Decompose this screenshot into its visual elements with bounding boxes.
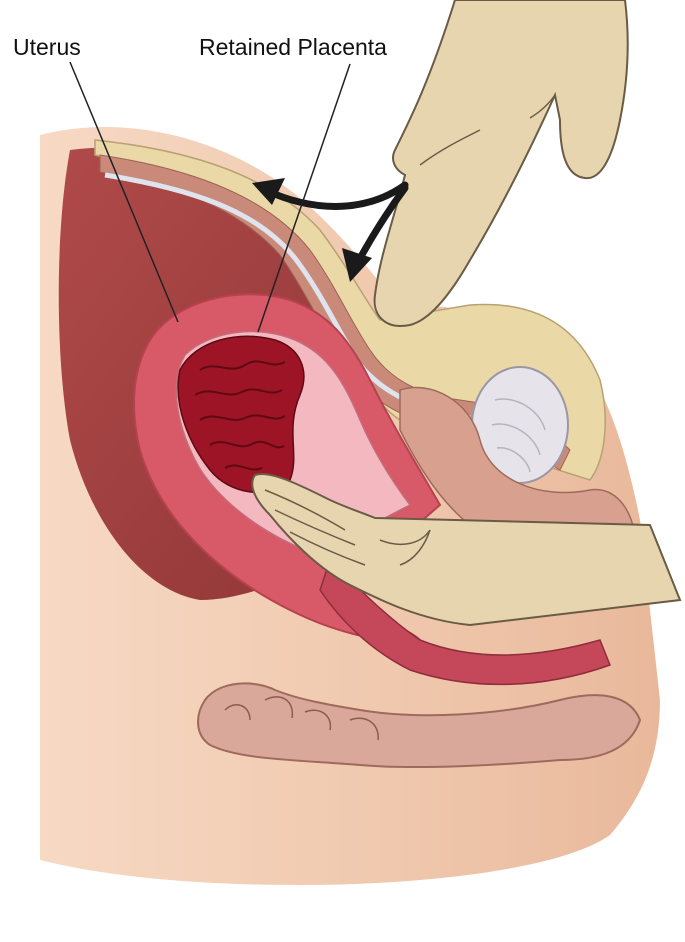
retained-placenta-label: Retained Placenta xyxy=(199,36,387,59)
uterus-label: Uterus xyxy=(13,36,81,59)
external-hand xyxy=(375,0,628,326)
